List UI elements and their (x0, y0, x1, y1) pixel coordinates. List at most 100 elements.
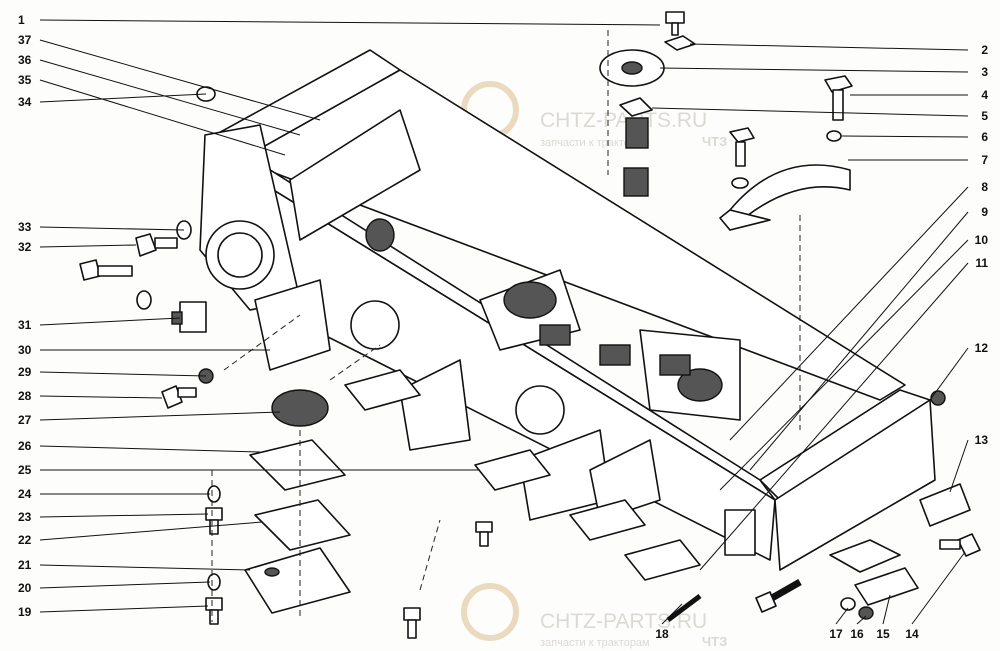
callout-23: 23 (18, 510, 32, 524)
assembly-lines (211, 30, 801, 622)
watermark-suffix: ЧТЗ (702, 634, 727, 649)
bolt-23 (205, 507, 223, 535)
callout-36: 36 (18, 53, 32, 67)
callout-8: 8 (981, 180, 988, 194)
leader-14 (911, 551, 966, 625)
leader-6 (841, 135, 969, 138)
bolt-28 (161, 385, 197, 409)
leader-16 (856, 615, 867, 625)
leader-3 (659, 67, 969, 73)
stud-18 (666, 594, 702, 622)
bearing-pad (599, 344, 631, 366)
leg-rear (254, 279, 331, 371)
fitting-31 (171, 301, 207, 333)
washer-left (136, 290, 152, 310)
side-bore-mid (515, 385, 565, 435)
leader-36 (39, 59, 301, 136)
callout-4: 4 (981, 88, 988, 102)
side-bore-left (350, 300, 400, 350)
callout-21: 21 (18, 558, 32, 572)
leader-35 (39, 79, 286, 156)
flange-3-hole (621, 61, 643, 75)
leader-28 (39, 395, 163, 399)
gear-icon (461, 583, 519, 641)
callout-29: 29 (18, 365, 32, 379)
nut-16 (858, 606, 874, 620)
leader-15 (882, 594, 891, 625)
callout-31: 31 (18, 318, 32, 332)
washer-near-7 (731, 177, 749, 189)
callout-25: 25 (18, 463, 32, 477)
leader-1 (39, 19, 661, 26)
leader-8 (729, 186, 969, 441)
leader-26 (39, 445, 261, 453)
callout-35: 35 (18, 73, 32, 87)
bolt-4 (824, 75, 853, 121)
oil-pan-21 (244, 547, 351, 614)
plate-15 (854, 567, 919, 606)
leader-34 (39, 93, 207, 103)
leader-9 (749, 211, 969, 471)
bearing-cap-7-foot (719, 209, 771, 231)
front-boss (930, 390, 946, 406)
hatch-cover (624, 539, 701, 581)
hatch-cover (569, 499, 646, 541)
callout-1: 1 (18, 13, 25, 27)
leader-lines (39, 19, 969, 625)
leader-12 (929, 347, 969, 401)
bolt-bottom-center (403, 607, 421, 639)
callout-16: 16 (850, 627, 864, 641)
leader-32 (39, 244, 137, 248)
callout-27: 27 (18, 413, 32, 427)
watermark-suffix: ЧТЗ (702, 134, 727, 149)
bolt-14 (939, 533, 981, 557)
leg-front-2 (589, 439, 661, 521)
rear-bore-inner (217, 232, 263, 278)
leader-23 (39, 513, 209, 518)
leader-33 (39, 226, 185, 231)
front-bore (677, 368, 723, 402)
bolt-near-7 (729, 127, 755, 167)
gasket-22 (254, 499, 351, 551)
callout-22: 22 (18, 533, 32, 547)
mid-bore (503, 281, 557, 319)
bearing-cap-7 (729, 164, 851, 231)
washer-17 (840, 597, 856, 611)
callout-34: 34 (18, 95, 32, 109)
callout-26: 26 (18, 439, 32, 453)
leader-10 (719, 239, 969, 491)
callout-30: 30 (18, 343, 32, 357)
bearing-pad (659, 354, 691, 376)
leader-27 (39, 411, 281, 421)
leader-13 (949, 439, 969, 493)
callout-2: 2 (981, 43, 988, 57)
leader-37 (39, 39, 321, 121)
callout-14: 14 (905, 627, 919, 641)
leader-11 (699, 262, 969, 571)
callout-3: 3 (981, 65, 988, 79)
watermark-tagline: запчасти к тракторам (540, 637, 650, 649)
oil-pan-slot (264, 567, 280, 577)
bolt-19 (205, 597, 223, 625)
leader-5 (651, 107, 969, 117)
callout-labels: 1373635343332313029282726252423222120192… (18, 13, 988, 641)
partition-bore (365, 218, 395, 252)
leader-29 (39, 371, 207, 377)
bolt-32 (135, 233, 178, 257)
callout-37: 37 (18, 33, 32, 47)
watermark-brand: CHTZ-PARTS.RU (540, 610, 707, 633)
callout-33: 33 (18, 220, 32, 234)
bearing-pad (539, 324, 571, 346)
leader-17 (835, 607, 849, 625)
callout-24: 24 (18, 487, 32, 501)
callout-15: 15 (876, 627, 890, 641)
leader-20 (39, 581, 211, 589)
plate-13 (919, 483, 971, 527)
hatch-cover-25 (474, 449, 551, 491)
gearbox-partition (289, 109, 421, 241)
leader-19 (39, 605, 209, 613)
front-wall (774, 399, 936, 571)
callout-18: 18 (655, 627, 669, 641)
callout-9: 9 (981, 205, 988, 219)
